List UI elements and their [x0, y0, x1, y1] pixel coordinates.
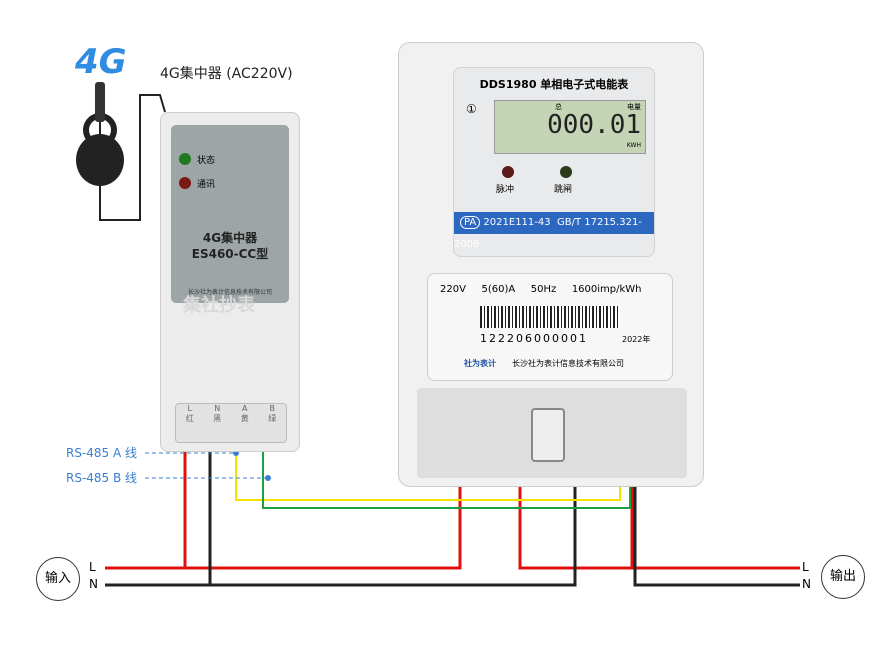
meter-company: 长沙社为表计信息技术有限公司 — [512, 359, 624, 368]
antenna-base — [76, 134, 124, 186]
concentrator-title: 4G集中器 (AC220V) — [160, 66, 293, 82]
status-label: 状态 — [197, 156, 216, 166]
output-label: 输出 — [821, 555, 865, 599]
wire-live — [105, 440, 800, 570]
trip-label: 跳闸 — [554, 185, 573, 195]
barcode — [480, 306, 620, 328]
rs485-b-label: RS-485 B 线 — [66, 471, 138, 485]
lcd-unit: KWH — [626, 142, 641, 149]
lcd-display: 总 电量 000.01 KWH — [494, 100, 646, 154]
rs485-a-label: RS-485 A 线 — [66, 446, 138, 460]
concentrator: 状态 通讯 4G集中器 ES460-CC型 长沙社为表计信息技术有限公司 集社抄… — [160, 112, 300, 452]
year: 2022年 — [622, 335, 651, 344]
specs: 220V 5(60)A 50Hz 1600imp/kWh — [440, 284, 642, 295]
input-l: L — [89, 560, 96, 574]
antenna-cable — [99, 94, 166, 221]
comm-led-icon — [179, 177, 191, 189]
model-name: 4G集中器 — [202, 231, 258, 245]
comm-label: 通讯 — [197, 180, 216, 190]
lcd-label: 电量 — [627, 103, 641, 111]
input-label: 输入 — [36, 557, 80, 601]
4g-logo: 4G — [75, 42, 127, 82]
meter-face: DDS1980 单相电子式电能表 ① 总 电量 000.01 KWH 脉冲 跳闸… — [453, 67, 655, 257]
energy-meter: DDS1980 单相电子式电能表 ① 总 电量 000.01 KWH 脉冲 跳闸… — [398, 42, 704, 487]
nameplate: 220V 5(60)A 50Hz 1600imp/kWh 12220600000… — [427, 273, 673, 381]
wire-rs485-b — [262, 440, 631, 509]
pulse-label: 脉冲 — [496, 185, 515, 195]
cert-bar: PA 2021E111-43 GB/T 17215.321-2008 — [454, 212, 654, 250]
watermark: 集社抄表 — [183, 295, 255, 316]
trip-led-icon — [560, 166, 572, 178]
wire-neutral — [105, 440, 800, 587]
input-n: N — [89, 577, 98, 591]
wire-rs485-a — [235, 440, 621, 501]
model-number: ES460-CC型 — [191, 247, 269, 261]
concentrator-panel: 状态 通讯 4G集中器 ES460-CC型 长沙社为表计信息技术有限公司 — [171, 125, 289, 303]
concentrator-company: 长沙社为表计信息技术有限公司 — [187, 289, 272, 296]
lcd-total: 总 — [555, 103, 562, 111]
pulse-led-icon — [502, 166, 514, 178]
output-n: N — [802, 577, 811, 591]
phase-icon: ① — [466, 102, 477, 116]
terminal-cover — [417, 388, 687, 478]
lcd-reading: 000.01 — [547, 110, 641, 140]
serial-number: 122206000001 — [480, 332, 588, 345]
output-l: L — [802, 560, 809, 574]
meter-title: DDS1980 单相电子式电能表 — [479, 78, 629, 91]
status-led-icon — [179, 153, 191, 165]
brand: 社为表计 — [464, 359, 496, 368]
seal-clip — [531, 408, 565, 462]
